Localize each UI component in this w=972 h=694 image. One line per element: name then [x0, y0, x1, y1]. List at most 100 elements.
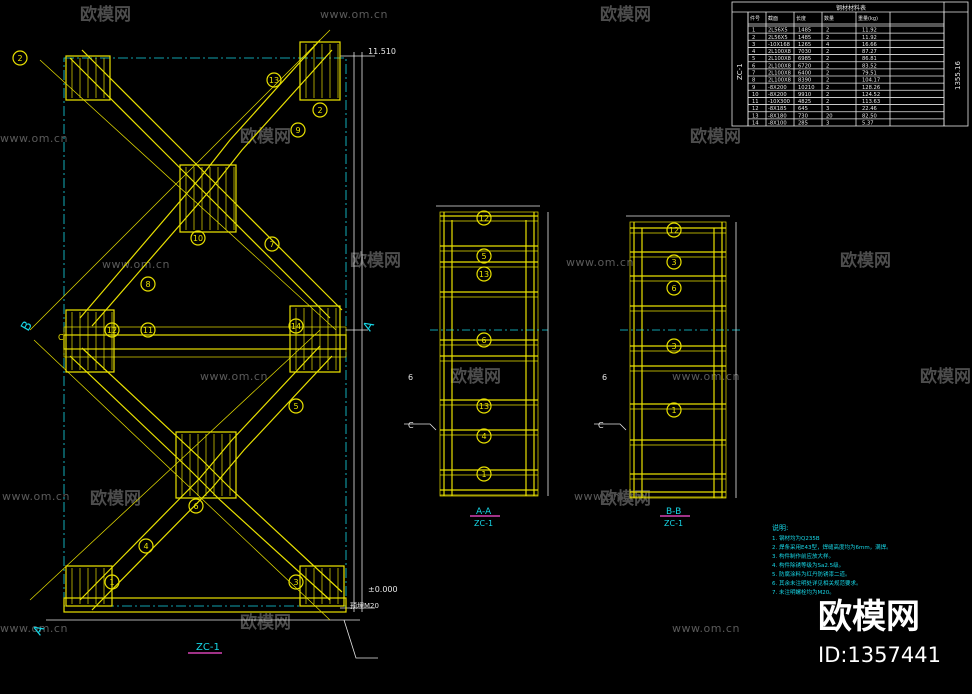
table-cell-2-3: 4	[826, 42, 830, 48]
watermark-brand-5: 欧模网	[840, 250, 891, 271]
bb-rungs-marker-label-4: 1	[671, 406, 676, 415]
part-marker-9	[190, 230, 206, 246]
table-cell-5-3: 2	[826, 63, 829, 69]
watermark-site-7: www.om.cn	[574, 490, 642, 503]
table-cell-13-2: 285	[798, 121, 808, 127]
table-cell-6-2: 6400	[798, 71, 811, 77]
table-cell-13-1: -8X100	[768, 121, 787, 127]
aa-rungs-marker-6	[476, 466, 492, 482]
table-header-3: 数量	[824, 15, 834, 22]
table-cell-1-2: 1485	[798, 35, 811, 41]
table-cell-9-1: -8X200	[768, 92, 787, 98]
table-cell-3-0: 4	[752, 49, 756, 55]
watermark-site-1: www.om.cn	[0, 132, 68, 145]
aa-rungs-marker-label-6: 1	[481, 470, 486, 479]
bb-rungs-marker-4	[666, 402, 682, 418]
table-header-4: 重量(kg)	[858, 15, 878, 22]
part-marker-3	[138, 538, 154, 554]
table-cell-6-3: 2	[826, 71, 829, 77]
bb-rungs-marker-3	[666, 338, 682, 354]
part-marker-label-13: 2	[317, 106, 322, 115]
table-cell-11-1: -8X185	[768, 106, 787, 112]
table-cell-12-3: 20	[826, 113, 833, 119]
part-marker-label-11: 12	[107, 326, 117, 335]
table-cell-2-2: 1265	[798, 42, 811, 48]
note-line-5: 6. 其余未注明处详见相关规范要求。	[772, 579, 862, 587]
part-marker-label-5: 6	[193, 502, 198, 511]
aa-rungs-marker-label-4: 13	[479, 402, 489, 411]
table-cell-4-3: 2	[826, 56, 829, 62]
aa-tag: C	[408, 421, 414, 430]
table-cell-8-3: 2	[826, 85, 829, 91]
bb-rungs-marker-2	[666, 280, 682, 296]
base-note: 预埋M20	[350, 601, 379, 610]
table-header-1: 截面	[768, 15, 778, 22]
note-line-1: 2. 焊条采用E43型，焊缝高度均为6mm，满焊。	[772, 543, 892, 551]
table-cell-7-2: 8390	[798, 78, 811, 84]
axis-a-marker: A	[360, 319, 377, 334]
bb-label: 6	[602, 373, 607, 382]
part-marker-8	[290, 122, 306, 138]
part-marker-13	[312, 102, 328, 118]
base-level-label: ±0.000	[368, 585, 398, 594]
part-marker-label-6: 7	[269, 240, 274, 249]
watermark-site-4: www.om.cn	[200, 370, 268, 383]
aa-rungs-marker-5	[476, 428, 492, 444]
part-marker-label-7: 8	[145, 280, 150, 289]
table-cell-7-1: 2L100X8	[768, 78, 791, 84]
aa-label: 6	[408, 373, 413, 382]
part-marker-12	[266, 72, 282, 88]
table-cell-1-0: 2	[752, 35, 755, 41]
bb-rungs-marker-0	[666, 222, 682, 238]
table-side-label: ZC-1	[736, 63, 744, 80]
part-marker-7	[140, 276, 156, 292]
table-cell-5-4: 83.52	[862, 63, 877, 69]
table-cell-1-4: 11.92	[862, 35, 877, 41]
aa-rungs-marker-label-2: 13	[479, 270, 489, 279]
part-marker-label-14: 14	[291, 322, 301, 331]
note-line-0: 1. 钢材均为Q235B	[772, 534, 820, 542]
part-marker-6	[264, 236, 280, 252]
table-cell-0-3: 2	[826, 28, 829, 34]
table-cell-10-4: 113.63	[862, 99, 880, 105]
aa-rungs-marker-4	[476, 398, 492, 414]
table-cell-4-2: 6985	[798, 56, 811, 62]
part-marker-10	[140, 322, 156, 338]
part-marker-0	[104, 574, 120, 590]
corner-id: ID:1357441	[818, 643, 941, 667]
table-cell-4-0: 5	[752, 56, 755, 62]
part-marker-label-3: 4	[143, 542, 148, 551]
table-cell-9-0: 10	[752, 92, 759, 98]
part-marker-label-2: 3	[293, 578, 298, 587]
part-marker-label-12: 13	[269, 76, 279, 85]
table-cell-8-4: 128.26	[862, 85, 880, 91]
table-cell-1-1: 2L56X5	[768, 35, 788, 41]
part-marker-2	[288, 574, 304, 590]
aa-rungs-marker-label-1: 5	[481, 252, 486, 261]
table-cell-12-2: 730	[798, 113, 808, 119]
bb-rungs-marker-label-0: 12	[669, 226, 679, 235]
table-cell-3-4: 87.27	[862, 49, 877, 55]
table-cell-7-3: 2	[826, 78, 829, 84]
table-cell-6-1: 2L100X8	[768, 71, 791, 77]
table-cell-3-1: 2L100X8	[768, 49, 791, 55]
bb-rungs-marker-label-1: 3	[671, 258, 676, 267]
part-marker-label-10: 11	[143, 326, 153, 335]
watermark-site-5: www.om.cn	[672, 370, 740, 383]
table-cell-12-0: 13	[752, 113, 759, 119]
part-marker-11	[104, 322, 120, 338]
table-cell-10-1: -10X300	[768, 99, 790, 105]
table-cell-6-4: 79.51	[862, 71, 877, 77]
table-cell-8-1: -8X200	[768, 85, 787, 91]
part-marker-14	[288, 318, 304, 334]
watermark-site-0: www.om.cn	[320, 8, 388, 21]
top-level-label: 11.510	[368, 47, 396, 56]
aa-rungs-marker-2	[476, 266, 492, 282]
table-cell-8-0: 9	[752, 85, 755, 91]
part-marker-1	[12, 50, 28, 66]
table-cell-10-3: 2	[826, 99, 829, 105]
watermark-layer: www.om.cn www.om.cn www.om.cn www.om.cn www.…	[0, 4, 971, 635]
